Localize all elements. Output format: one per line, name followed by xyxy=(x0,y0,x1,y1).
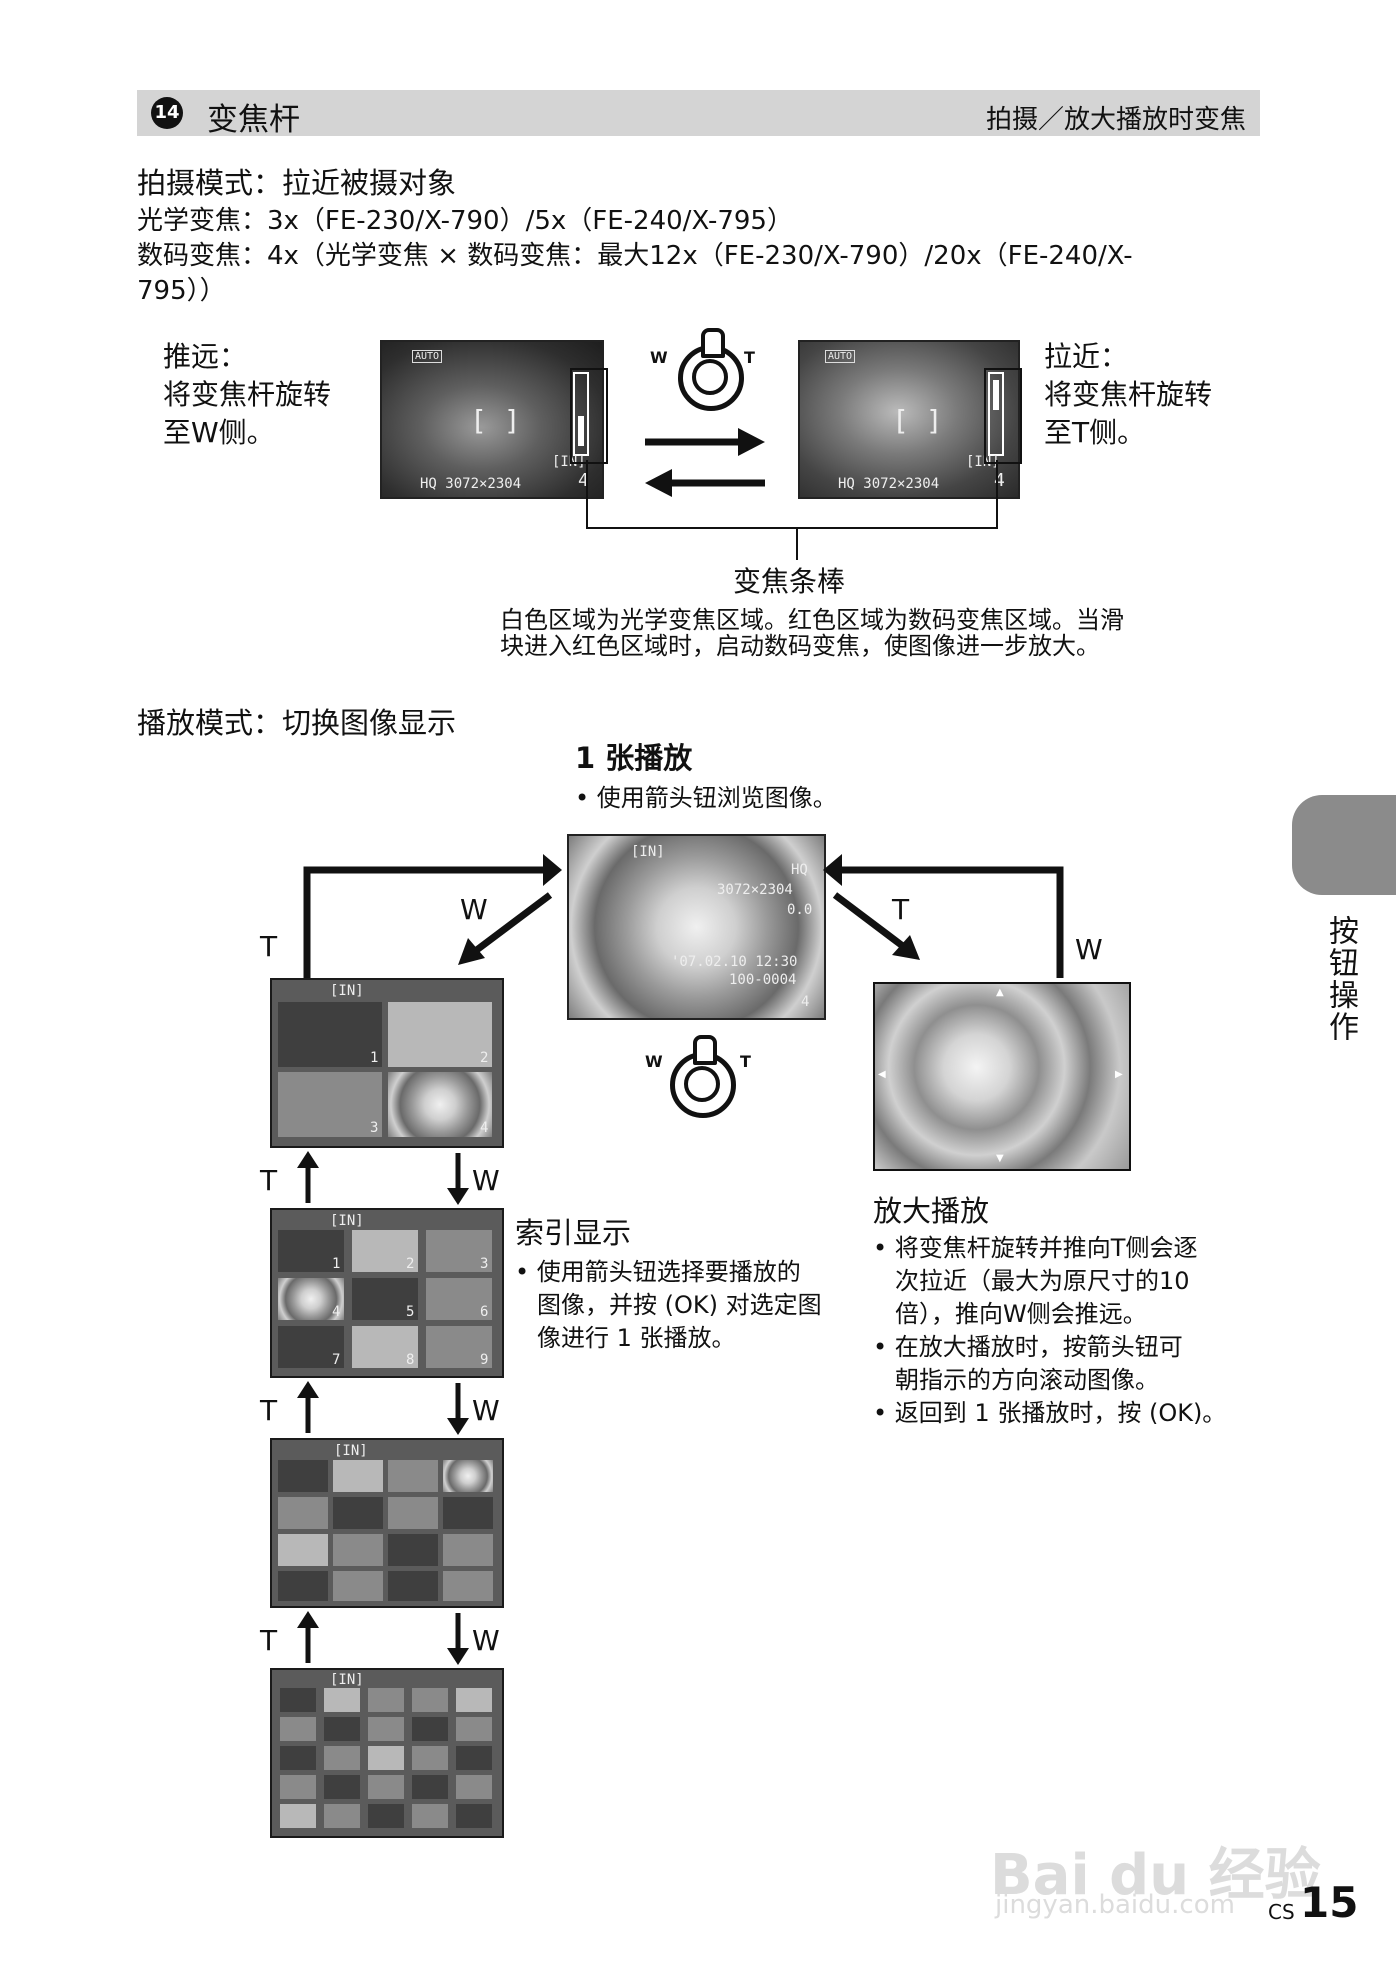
arrow-label-t-right: T xyxy=(892,893,909,926)
index-bullet-line-1: 使用箭头钮选择要播放的 xyxy=(537,1258,801,1286)
grid4-num-4: 4 xyxy=(480,1120,488,1136)
grid9-num-8: 8 xyxy=(406,1352,414,1368)
t-label-1: T xyxy=(260,1164,277,1197)
grid9-num-9: 9 xyxy=(480,1352,488,1368)
zoom-in-line-1: 拉近： xyxy=(1044,338,1212,376)
w-label-1: W xyxy=(472,1164,500,1197)
index-9-grid: [IN] 1 2 3 4 5 6 7 8 9 xyxy=(270,1208,504,1378)
grid9-num-4: 4 xyxy=(332,1304,340,1320)
zoom-play-bullets: • 将变焦杆旋转并推向T侧会逐 次拉近（最大为原尺寸的10 倍），推向W侧会推远… xyxy=(873,1232,1253,1430)
index-4-grid: [IN] 1 2 3 4 xyxy=(270,978,504,1148)
t-label-3: T xyxy=(260,1624,277,1657)
grid9-in-tag: [IN] xyxy=(330,1213,364,1229)
page-number: 15 xyxy=(1300,1878,1358,1927)
single-play-bullet: • 使用箭头钮浏览图像。 xyxy=(575,782,837,815)
single-play-bullet-text: 使用箭头钮浏览图像。 xyxy=(597,784,837,812)
watermark-url: jingyan.baidu.com xyxy=(995,1890,1235,1920)
zoom-out-line-1: 推远： xyxy=(163,338,331,376)
index-bullet-line-2: 图像，并按 (OK) 对选定图 xyxy=(515,1289,822,1322)
digital-zoom-text-2: 795）） xyxy=(137,275,226,308)
shooting-heading: 拍摄模式：拉近被摄对象 xyxy=(137,160,456,202)
index-25-grid: [IN] xyxy=(270,1668,504,1838)
grid4-num-1: 1 xyxy=(370,1050,378,1066)
grid9-num-3: 3 xyxy=(480,1256,488,1272)
w-label-2: W xyxy=(472,1394,500,1427)
grid4-in-tag: [IN] xyxy=(330,983,364,999)
w-label-3: W xyxy=(472,1624,500,1657)
section-title: 变焦杆 xyxy=(207,94,300,139)
zoom-play-screen: ▲ ▼ ◀ ▶ xyxy=(873,982,1131,1171)
zoom-bullet-1-line-1: 将变焦杆旋转并推向T侧会逐 xyxy=(895,1234,1198,1262)
zoom-play-title: 放大播放 xyxy=(873,1188,989,1230)
grid9-num-5: 5 xyxy=(406,1304,414,1320)
lever-t-label-2: T xyxy=(740,1052,751,1071)
digital-zoom-text-1: 数码变焦：4x（光学变焦 × 数码变焦：最大12x（FE-230/X-790）/… xyxy=(137,240,1133,273)
zoom-in-label: 拉近： 将变焦杆旋转 至T侧。 xyxy=(1044,338,1212,452)
grid4-num-3: 3 xyxy=(370,1120,378,1136)
zoom-lever-icon-2 xyxy=(670,1052,736,1118)
index-title: 索引显示 xyxy=(515,1210,631,1252)
grid16-in-tag: [IN] xyxy=(334,1443,368,1459)
index-16-grid: [IN] xyxy=(270,1438,504,1608)
grid9-num-7: 7 xyxy=(332,1352,340,1368)
zoom-out-label: 推远： 将变焦杆旋转 至W侧。 xyxy=(163,338,331,452)
footer-lang: CS xyxy=(1268,1900,1295,1924)
zoom-bullet-3-line-1: 返回到 1 张播放时，按 (OK)。 xyxy=(895,1399,1227,1427)
zoom-in-line-2: 将变焦杆旋转 xyxy=(1044,376,1212,414)
zoom-out-line-3: 至W侧。 xyxy=(163,414,331,452)
section-header-bar: 14 变焦杆 拍摄／放大播放时变焦 xyxy=(137,90,1260,136)
playback-heading: 播放模式：切换图像显示 xyxy=(137,700,456,742)
zoom-bullet-2-line-1: 在放大播放时，按箭头钮可 xyxy=(895,1333,1183,1361)
chapter-tab xyxy=(1292,795,1396,895)
zoom-in-line-3: 至T侧。 xyxy=(1044,414,1212,452)
zoom-bullet-2-line-2: 朝指示的方向滚动图像。 xyxy=(873,1364,1253,1397)
arrow-label-w-left: W xyxy=(460,893,488,926)
lever-t-label: T xyxy=(744,348,755,367)
zoom-bullet-1-line-3: 倍），推向W侧会推远。 xyxy=(873,1298,1253,1331)
zoom-bar-callout-lines xyxy=(580,460,1010,570)
grid4-num-2: 2 xyxy=(480,1050,488,1066)
zoom-bar-desc-2: 块进入红色区域时，启动数码变焦，使图像进一步放大。 xyxy=(500,632,1100,660)
zoom-lever-icon xyxy=(678,345,744,411)
zoom-bar-desc-1: 白色区域为光学变焦区域。红色区域为数码变焦区域。当滑 xyxy=(500,606,1124,634)
t-label-2: T xyxy=(260,1394,277,1427)
single-play-title: 1 张播放 xyxy=(575,735,692,777)
lcd-quality: HQ 3072×2304 xyxy=(420,476,521,492)
optical-zoom-text: 光学变焦：3x（FE-230/X-790）/5x（FE-240/X-795） xyxy=(137,205,793,238)
zoom-out-line-2: 将变焦杆旋转 xyxy=(163,376,331,414)
index-bullet: • 使用箭头钮选择要播放的 图像，并按 (OK) 对选定图 像进行 1 张播放。 xyxy=(515,1256,822,1355)
zoom-bullet-1-line-2: 次拉近（最大为原尺寸的10 xyxy=(873,1265,1253,1298)
zoom-bar-highlight-right xyxy=(984,368,1022,464)
zoom-bar-highlight-left xyxy=(570,368,608,464)
zoom-bar-title: 变焦条棒 xyxy=(733,560,845,600)
grid9-num-2: 2 xyxy=(406,1256,414,1272)
section-number-badge: 14 xyxy=(151,97,183,129)
section-subtitle: 拍摄／放大播放时变焦 xyxy=(986,99,1246,136)
lever-w-label: W xyxy=(650,348,668,367)
grid9-num-6: 6 xyxy=(480,1304,488,1320)
lever-w-label-2: W xyxy=(645,1052,663,1071)
chapter-tab-label: 按钮操作 xyxy=(1318,915,1362,1043)
playback-flow-arrows xyxy=(300,840,1100,980)
arrow-label-t-left: T xyxy=(260,930,277,963)
osd-num: 4 xyxy=(801,994,809,1010)
index-bullet-line-3: 像进行 1 张播放。 xyxy=(515,1322,822,1355)
arrow-label-w-right: W xyxy=(1075,933,1103,966)
grid25-in-tag: [IN] xyxy=(330,1672,364,1688)
grid9-num-1: 1 xyxy=(332,1256,340,1272)
